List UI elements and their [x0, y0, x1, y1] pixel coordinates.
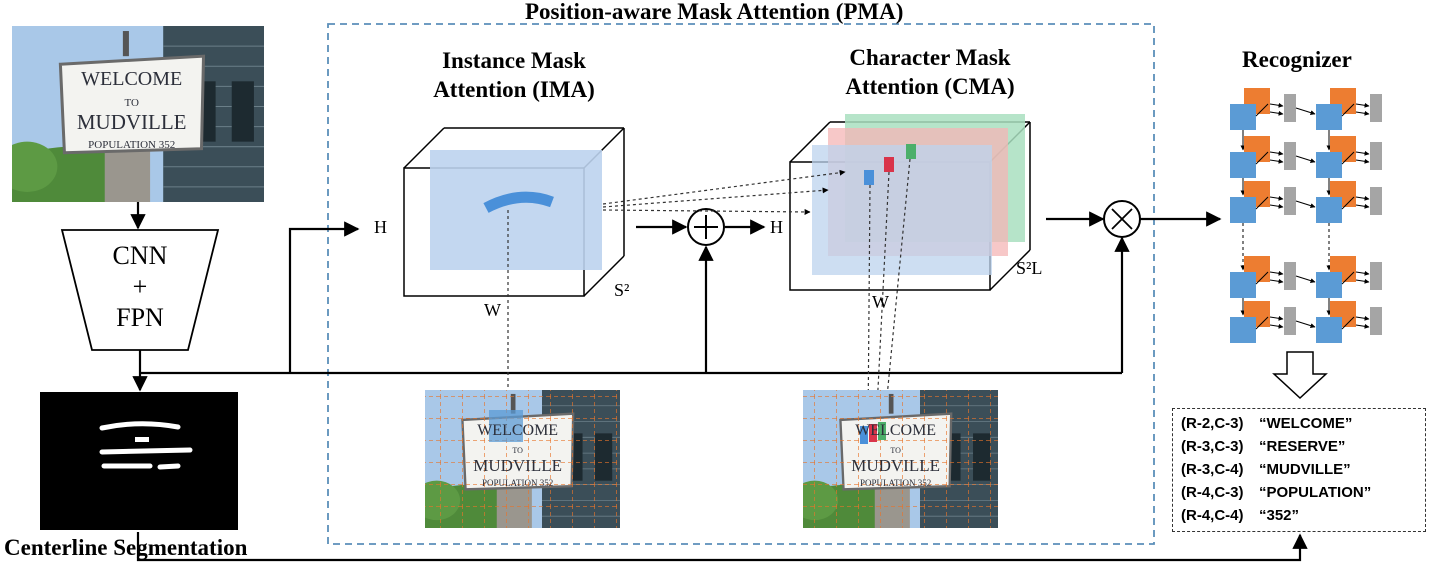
sign-text-line1: WELCOME — [855, 422, 937, 440]
output-row: (R-3,C-4) “MUDVILLE” — [1181, 458, 1417, 481]
sign-text-line2: TO — [124, 96, 139, 109]
sign-text-line4: POPULATION 352 — [481, 478, 554, 489]
sign-text-line4: POPULATION 352 — [859, 478, 932, 489]
ima-title-line1: Instance Mask — [442, 48, 586, 73]
recognizer-cell — [1316, 256, 1382, 298]
sign-text-line2: TO — [890, 445, 901, 455]
cma-title-line1: Character Mask — [849, 45, 1011, 70]
recognizer-cell — [1230, 136, 1316, 178]
output-text: “MUDVILLE” — [1259, 461, 1351, 478]
backbone-label: CNN + FPN — [90, 240, 190, 333]
backbone-line3: FPN — [116, 303, 164, 332]
pma-container — [327, 23, 1155, 545]
ima-w-label: W — [484, 300, 501, 320]
output-row: (R-4,C-3) “POPULATION” — [1181, 481, 1417, 504]
sign-text-line1: WELCOME — [81, 67, 183, 90]
recognizer-title: Recognizer — [1242, 47, 1352, 72]
centerline-segmentation-map — [40, 392, 238, 530]
output-row: (R-2,C-3) “WELCOME” — [1181, 412, 1417, 435]
sign-text-line4: POPULATION 352 — [88, 139, 176, 152]
recognizer-cell — [1230, 88, 1316, 130]
ima-cube — [403, 127, 625, 297]
cma-title-line2: Attention (CMA) — [845, 74, 1015, 99]
output-position: (R-4,C-4) — [1181, 507, 1244, 524]
cma-grid-image — [803, 390, 998, 528]
ima-grid-image — [425, 390, 620, 528]
ima-depth-label: S² — [614, 280, 630, 300]
pma-title: Position-aware Mask Attention (PMA) — [525, 0, 904, 24]
cma-h-label: H — [770, 217, 783, 237]
backbone-line1: CNN — [112, 241, 168, 270]
recognizer-cell — [1316, 181, 1382, 223]
sign-text-line2: TO — [512, 445, 523, 455]
down-arrow-icon — [1272, 351, 1328, 400]
recognizer-network — [1230, 88, 1382, 343]
output-row: (R-4,C-4) “352” — [1181, 504, 1417, 527]
output-results-box: (R-2,C-3)“WELCOME”(R-3,C-3)“RESERVE”(R-3… — [1172, 408, 1426, 532]
ima-title-line2: Attention (IMA) — [433, 77, 595, 102]
output-text: “POPULATION” — [1259, 484, 1372, 501]
multiply-operator — [1103, 200, 1141, 238]
output-position: (R-2,C-3) — [1181, 415, 1244, 432]
cma-depth-label: S²L — [1016, 258, 1043, 278]
ima-h-label: H — [374, 217, 387, 237]
recognizer-cell — [1316, 136, 1382, 178]
output-text: “352” — [1259, 507, 1300, 524]
sign-text-line3: MUDVILLE — [76, 110, 187, 135]
sign-text-line3: MUDVILLE — [851, 456, 940, 476]
segmentation-label: Centerline Segmentation — [4, 535, 248, 560]
cma-w-label: W — [872, 292, 889, 312]
recognizer-cell — [1316, 88, 1382, 130]
recognizer-cell — [1316, 301, 1382, 343]
output-position: (R-3,C-4) — [1181, 461, 1244, 478]
cma-title: Character Mask Attention (CMA) — [810, 43, 1050, 101]
cma-cube — [789, 114, 1031, 291]
backbone-line2: + — [132, 272, 148, 301]
sign-text-line1: WELCOME — [477, 422, 559, 440]
add-operator — [687, 208, 725, 246]
output-text: “RESERVE” — [1259, 438, 1346, 455]
output-text: “WELCOME” — [1259, 415, 1353, 432]
cnn-fpn-backbone — [60, 229, 220, 351]
recognizer-cell — [1230, 256, 1316, 298]
ima-title: Instance Mask Attention (IMA) — [404, 46, 624, 104]
output-position: (R-4,C-3) — [1181, 484, 1244, 501]
output-position: (R-3,C-3) — [1181, 438, 1244, 455]
recognizer-cell — [1230, 181, 1316, 223]
recognizer-cell — [1230, 301, 1316, 343]
sign-text-line3: MUDVILLE — [473, 456, 562, 476]
output-row: (R-3,C-3) “RESERVE” — [1181, 435, 1417, 458]
